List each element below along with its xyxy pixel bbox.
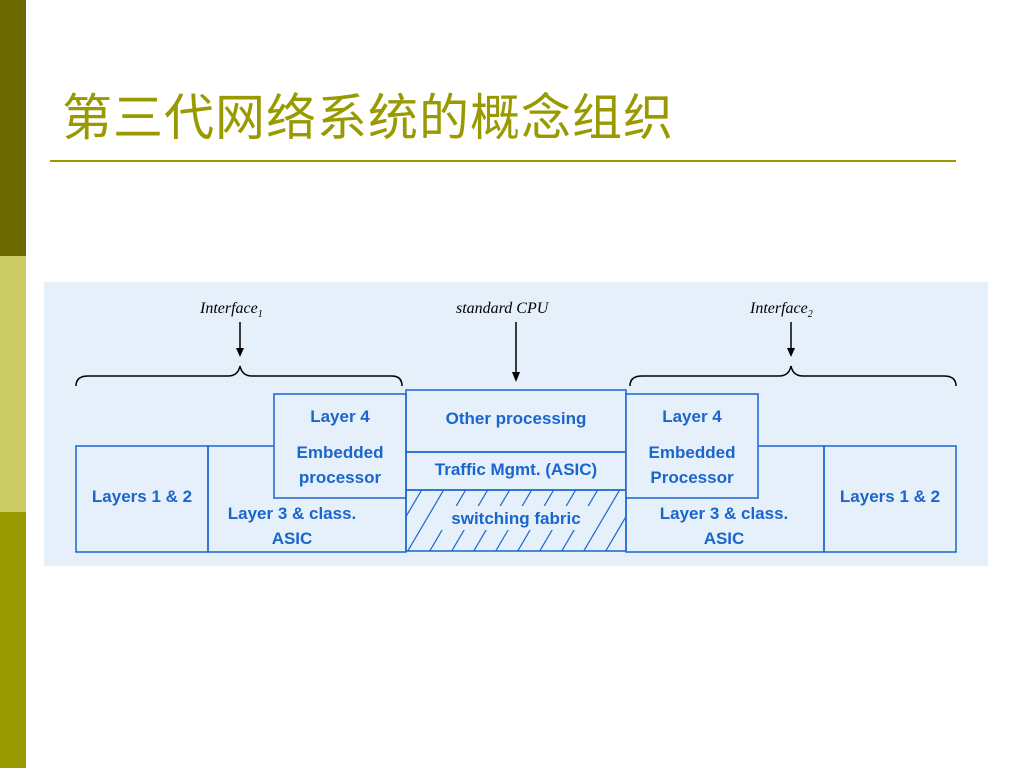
title-underline (50, 160, 956, 162)
right-layer4-processor-box: Layer 4 Embedded Processor (625, 393, 759, 499)
left-layers-1-2-box: Layers 1 & 2 (75, 445, 209, 553)
right-layer3-label: Layer 3 & class. (660, 504, 789, 523)
accent-bar-bottom (0, 512, 26, 768)
left-asic-label: ASIC (272, 529, 313, 548)
network-system-diagram: Interface1 standard CPU Interface2 Layer… (44, 282, 988, 566)
switching-fabric-box: switching fabric (405, 489, 627, 552)
cpu-arrow (512, 322, 520, 382)
interface1-brace (75, 365, 403, 387)
left-processor-label: processor (299, 468, 382, 487)
traffic-mgmt-label: Traffic Mgmt. (ASIC) (435, 460, 597, 479)
hatch-line (406, 490, 423, 518)
switching-fabric-label: switching fabric (451, 509, 580, 528)
right-layer4-label: Layer 4 (662, 407, 722, 426)
accent-bar-middle (0, 256, 26, 512)
slide-title: 第三代网络系统的概念组织 (62, 89, 674, 147)
right-layers-1-2-label: Layers 1 & 2 (840, 487, 940, 506)
right-asic-label: ASIC (704, 529, 745, 548)
left-layers-1-2-label: Layers 1 & 2 (92, 487, 192, 506)
interface2-arrow (787, 322, 795, 357)
other-processing-box: Other processing (405, 389, 627, 453)
interface1-label: Interface1 (199, 300, 263, 320)
traffic-mgmt-box: Traffic Mgmt. (ASIC) (405, 451, 627, 491)
hatch-line (605, 515, 626, 551)
hatch-line (407, 490, 445, 551)
left-layer4-processor-box: Layer 4 Embedded processor (273, 393, 407, 499)
accent-bar-top (0, 0, 26, 256)
standard-cpu-label: standard CPU (456, 300, 550, 317)
interface1-arrow (236, 322, 244, 357)
left-layer3-label: Layer 3 & class. (228, 504, 357, 523)
other-processing-label: Other processing (446, 409, 587, 428)
left-embedded-label: Embedded (297, 443, 384, 462)
hatch-line (583, 490, 621, 551)
left-layer4-label: Layer 4 (310, 407, 370, 426)
right-embedded-label: Embedded (649, 443, 736, 462)
right-layers-1-2-box: Layers 1 & 2 (823, 445, 957, 553)
interface2-brace (629, 365, 957, 387)
right-processor-label: Processor (650, 468, 734, 487)
interface2-label: Interface2 (749, 300, 813, 320)
